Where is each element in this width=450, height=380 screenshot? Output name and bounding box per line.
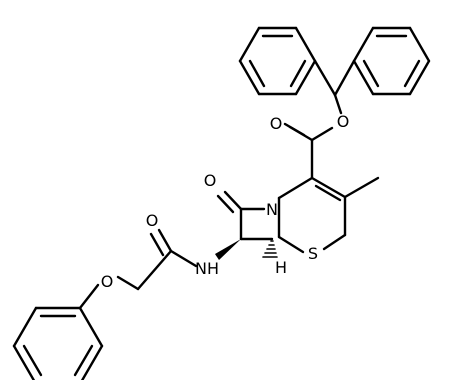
phenoxyacetamide-side-chain — [78, 228, 198, 310]
ring-nitrogen-label: N — [266, 200, 278, 219]
amide-carbonyl-oxygen-label: O — [146, 211, 159, 230]
lactam-carbonyl-oxygen-label: O — [204, 171, 217, 190]
stereo-hydrogen-label: H — [275, 258, 287, 277]
stereo-bonds — [215, 239, 278, 260]
dihydrothiazine-ring — [277, 176, 380, 254]
phenoxy-phenyl — [12, 306, 104, 380]
ester-carbonyl-oxygen-label: O — [270, 114, 283, 133]
benzhydryl-phenyl-left — [238, 26, 317, 96]
wedge-bond — [215, 239, 241, 260]
beta-lactam-ring — [216, 190, 274, 241]
benzhydryl-phenyl-right — [352, 26, 431, 96]
ether-oxygen-label: O — [101, 272, 114, 291]
ring-sulfur-label: S — [308, 244, 318, 263]
benzhydryl-ester-bonds — [283, 59, 356, 180]
hashed-bond — [262, 240, 278, 258]
ester-oxygen-label: O — [337, 112, 350, 131]
amide-nh-label: NH — [195, 259, 219, 278]
